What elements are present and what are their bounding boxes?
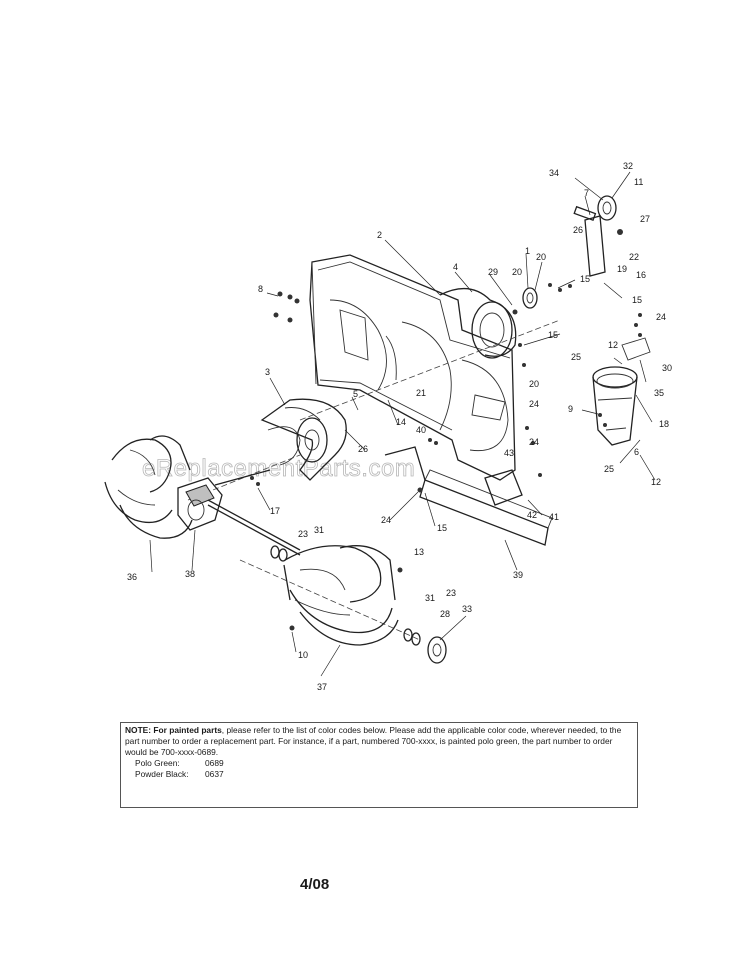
callout-20a: 20 xyxy=(536,252,546,262)
callout-33: 33 xyxy=(462,604,472,614)
callout-11: 11 xyxy=(634,177,643,187)
callout-23b: 23 xyxy=(446,588,456,598)
shaft-bearings xyxy=(270,545,447,664)
callout-31a: 31 xyxy=(314,525,324,535)
callout-26a: 26 xyxy=(573,225,583,235)
callout-38: 38 xyxy=(185,569,195,579)
callout-27: 27 xyxy=(640,214,650,224)
hardware-group-8 xyxy=(273,291,300,323)
note-body: , please refer to the list of color code… xyxy=(125,725,622,757)
watermark: eReplacementParts.com xyxy=(142,455,415,482)
callout-40: 40 xyxy=(416,425,426,435)
callout-22: 22 xyxy=(629,252,639,262)
auger-housing xyxy=(309,254,516,481)
callout-36: 36 xyxy=(127,572,137,582)
callout-14: 14 xyxy=(396,417,406,427)
callout-37: 37 xyxy=(317,682,327,692)
callout-24c: 24 xyxy=(529,437,539,447)
painted-parts-note: NOTE: For painted parts, please refer to… xyxy=(120,722,638,808)
callout-18: 18 xyxy=(659,419,669,429)
callout-31b: 31 xyxy=(425,593,435,603)
callout-21: 21 xyxy=(416,388,426,398)
callout-7: 7 xyxy=(584,188,589,198)
callout-17: 17 xyxy=(270,506,280,516)
color-name: Polo Green: xyxy=(135,758,180,768)
callout-24b: 24 xyxy=(529,399,539,409)
color-row-powder-black: Powder Black: 0637 xyxy=(125,769,633,780)
impeller xyxy=(260,398,347,481)
callout-13: 13 xyxy=(414,547,424,557)
auger-left xyxy=(104,435,193,539)
callout-29: 29 xyxy=(488,267,498,277)
callout-30: 30 xyxy=(662,363,672,373)
color-code: 0637 xyxy=(205,769,224,779)
callout-labels: 1 2 3 4 5 6 7 8 9 10 11 12 12 13 14 15 1… xyxy=(127,161,672,692)
callout-39: 39 xyxy=(513,570,523,580)
page-date: 4/08 xyxy=(300,876,330,893)
note-label: NOTE: xyxy=(125,725,152,735)
callout-25a: 25 xyxy=(571,352,581,362)
color-row-polo-green: Polo Green: 0689 xyxy=(125,758,633,769)
chute-adapter xyxy=(592,337,651,446)
gearbox xyxy=(177,477,223,531)
callout-43: 43 xyxy=(504,448,514,458)
callout-28: 28 xyxy=(440,609,450,619)
note-bold-phrase: For painted parts xyxy=(153,725,222,735)
callout-20b: 20 xyxy=(512,267,522,277)
color-name: Powder Black: xyxy=(135,769,189,779)
auger-right xyxy=(283,545,399,646)
callout-5: 5 xyxy=(353,389,358,399)
callout-10: 10 xyxy=(298,650,308,660)
callout-15a: 15 xyxy=(580,274,590,284)
callout-20c: 20 xyxy=(529,379,539,389)
callout-16: 16 xyxy=(636,270,646,280)
pulley-bracket xyxy=(573,195,623,299)
callout-24a: 24 xyxy=(656,312,666,322)
color-code: 0689 xyxy=(205,758,224,768)
callout-32: 32 xyxy=(623,161,633,171)
callout-35: 35 xyxy=(654,388,664,398)
callout-15d: 15 xyxy=(437,523,447,533)
callout-9: 9 xyxy=(568,404,573,414)
leader-lines xyxy=(149,171,656,677)
callout-34: 34 xyxy=(549,168,559,178)
callout-4: 4 xyxy=(453,262,458,272)
callout-8: 8 xyxy=(258,284,263,294)
callout-6: 6 xyxy=(634,447,639,457)
callout-25b: 25 xyxy=(604,464,614,474)
callout-26b: 26 xyxy=(358,444,368,454)
callout-41: 41 xyxy=(549,512,559,522)
callout-1: 1 xyxy=(525,246,530,256)
callout-2: 2 xyxy=(377,230,382,240)
callout-15b: 15 xyxy=(548,330,558,340)
callout-12a: 12 xyxy=(608,340,618,350)
callout-15c: 15 xyxy=(632,295,642,305)
impeller-housing xyxy=(439,288,517,359)
callout-42: 42 xyxy=(527,510,537,520)
callout-12b: 12 xyxy=(651,477,661,487)
callout-3: 3 xyxy=(265,367,270,377)
callout-24d: 24 xyxy=(381,515,391,525)
callout-23a: 23 xyxy=(298,529,308,539)
bearing-parts xyxy=(512,283,572,477)
note-text: NOTE: For painted parts, please refer to… xyxy=(125,725,633,758)
callout-19: 19 xyxy=(617,264,627,274)
